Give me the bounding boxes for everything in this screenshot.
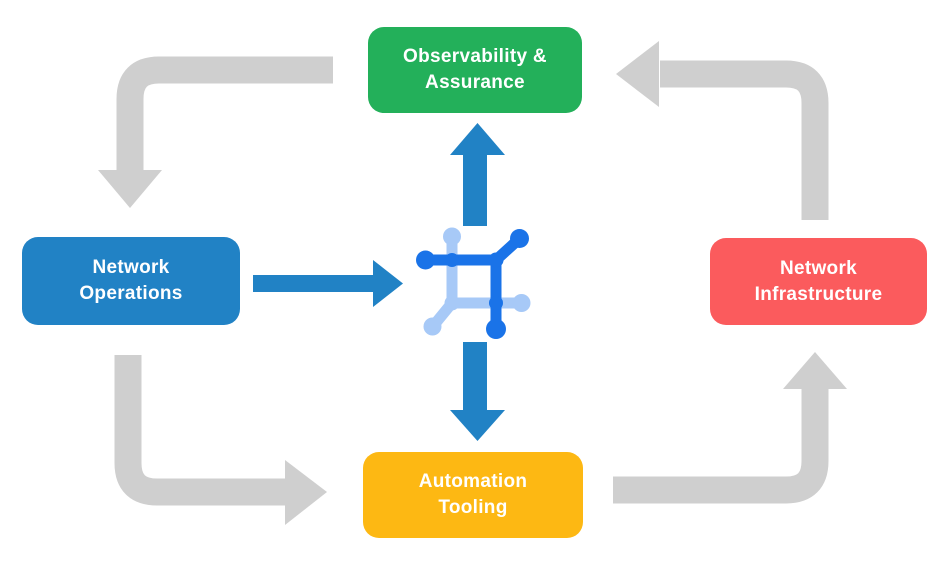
icon-node [489, 296, 503, 310]
icon-node [486, 319, 506, 339]
arrow-operations-to-automation [114, 355, 327, 525]
icon-node [443, 227, 461, 246]
network-icon-dark-branch [416, 229, 529, 339]
node-label: Network Infrastructure [754, 257, 883, 305]
arrow-shaft [660, 60, 829, 220]
node-network-infrastructure: Network Infrastructure [710, 238, 927, 325]
arrow-shaft [613, 389, 829, 504]
node-label: Automation Tooling [418, 471, 528, 518]
icon-node [444, 295, 460, 311]
node-automation-tooling: Automation Tooling [363, 452, 583, 538]
node-label: Observability & Assurance [403, 46, 547, 93]
icon-node [445, 253, 459, 267]
node-observability-assurance: Observability & Assurance [368, 27, 582, 113]
arrow-shaft [114, 355, 286, 506]
arrow-shaft [463, 153, 487, 226]
icon-node [488, 252, 504, 268]
arrow-head [616, 41, 659, 107]
arrow-observability-to-operations [98, 56, 333, 208]
arrow-head [98, 170, 162, 208]
arrow-infrastructure-to-observability [616, 41, 829, 220]
arrow-operations-to-center [253, 260, 403, 307]
arrow-head [285, 460, 327, 525]
arrow-center-to-automation [450, 342, 505, 441]
arrow-automation-to-infrastructure [613, 352, 847, 504]
arrow-shaft [253, 275, 374, 292]
arrow-head [450, 410, 505, 441]
arrow-head [450, 123, 505, 155]
icon-node [512, 294, 531, 312]
node-label: Network Operations [79, 257, 183, 304]
icon-node [416, 250, 435, 270]
arrow-head [783, 352, 847, 389]
node-network-operations: Network Operations [22, 237, 240, 325]
arrow-head [373, 260, 403, 307]
network-nodes-icon [416, 227, 531, 339]
icon-node [510, 229, 529, 248]
arrow-shaft [463, 342, 487, 413]
arrow-center-to-observability [450, 123, 505, 226]
icon-node [423, 317, 442, 336]
arrow-shaft [116, 56, 333, 171]
